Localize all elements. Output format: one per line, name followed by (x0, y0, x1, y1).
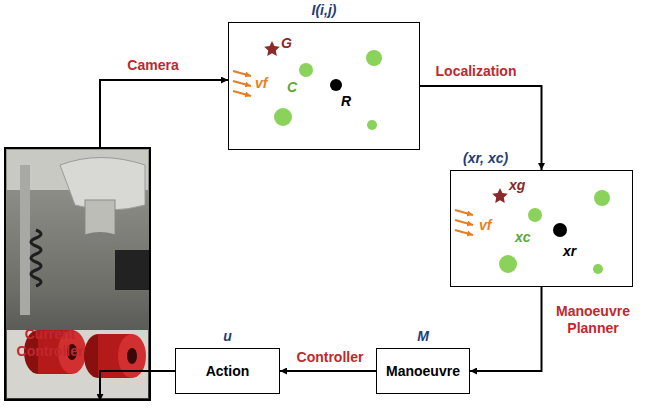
flow-label: vf (255, 75, 267, 92)
goal-label: G (281, 35, 292, 52)
flow-arrow (280, 370, 376, 372)
block-heading: u (176, 328, 279, 345)
flow-label: vf (479, 217, 491, 234)
box-title: Action (206, 363, 250, 380)
robot-label: xr (563, 243, 576, 260)
image-symbols (233, 41, 382, 130)
robot-label: R (341, 93, 351, 110)
box-title: Manoeuvre (386, 363, 460, 380)
current-wire (100, 371, 175, 401)
cargo-label: C (287, 79, 297, 96)
block-heading: (xr, xc) (463, 150, 508, 167)
process-box: uAction (175, 348, 280, 394)
cargo-label: xc (515, 229, 531, 246)
camera-wire (100, 80, 228, 148)
signal-label: Camera (118, 57, 188, 74)
setup-photo (5, 148, 150, 400)
goal-label: xg (509, 177, 525, 194)
position-frame: (xr, xc)xgvfxcxr (450, 170, 633, 287)
block-heading: M (377, 328, 469, 345)
edge-label: Localization (428, 63, 524, 80)
signal-label: Current Controller (4, 326, 96, 360)
image-frame: I(i,j)GvfCR (228, 22, 420, 150)
process-box: MManoeuvre (376, 348, 470, 394)
flow-arrow (420, 86, 542, 170)
position-symbols (455, 188, 610, 274)
block-heading: I(i,j) (229, 2, 419, 19)
edge-label: Controller (290, 349, 370, 366)
edge-label: Manoeuvre Planner (547, 303, 639, 337)
flow-arrow (470, 287, 542, 371)
